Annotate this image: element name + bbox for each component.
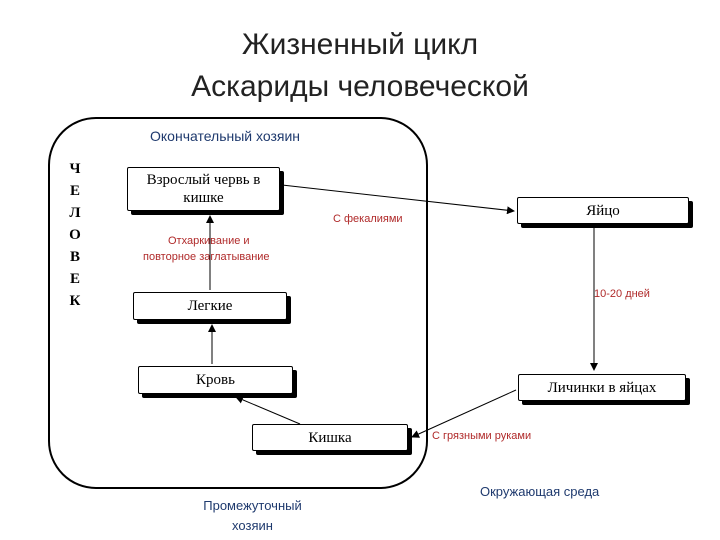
environment-label: Окружающая среда: [480, 484, 600, 499]
vertical-letter: К: [69, 293, 81, 309]
definitive-host-label: Окончательный хозяин: [150, 128, 301, 144]
edge-label-expectoration-line-2: повторное заглатывание: [143, 251, 270, 263]
arrow-intestine-to-blood: [235, 396, 301, 425]
vertical-human-label: Ч Е Л О В Е К: [64, 158, 86, 312]
vertical-letter: Е: [69, 183, 80, 199]
arrow-worm-to-egg: [281, 184, 515, 215]
node-adult-worm-line-2: кишке: [183, 190, 224, 206]
node-adult-worm: Взрослый червь в кишке: [127, 167, 280, 211]
node-lungs: Легкие: [133, 292, 287, 320]
vertical-letter: О: [69, 227, 81, 243]
node-blood: Кровь: [138, 366, 293, 394]
edge-label-expectoration-line-1: Отхаркивание и: [168, 235, 250, 247]
node-larvae-in-eggs: Личинки в яйцах: [518, 374, 686, 401]
edge-label-with-feces: С фекалиями: [333, 213, 403, 225]
vertical-letter: В: [69, 249, 80, 265]
node-intestine: Кишка: [252, 424, 408, 451]
intermediate-host-label-line-1: Промежуточный: [203, 498, 302, 513]
vertical-letter: Л: [69, 205, 81, 221]
title-line-1: Жизненный цикл: [241, 28, 479, 61]
node-adult-worm-line-1: Взрослый червь в: [146, 172, 261, 188]
arrow-larvae-to-intestine: [411, 389, 517, 438]
vertical-letter: Ч: [69, 161, 81, 177]
vertical-letter: Е: [69, 271, 80, 287]
intermediate-host-label-line-2: хозяин: [232, 518, 273, 533]
node-egg: Яйцо: [517, 197, 689, 224]
edge-label-days: 10-20 дней: [594, 288, 650, 300]
human-host-frame: [48, 117, 428, 489]
edge-label-dirty-hands: С грязными руками: [432, 430, 532, 442]
title-line-2: Аскариды человеческой: [191, 70, 529, 103]
